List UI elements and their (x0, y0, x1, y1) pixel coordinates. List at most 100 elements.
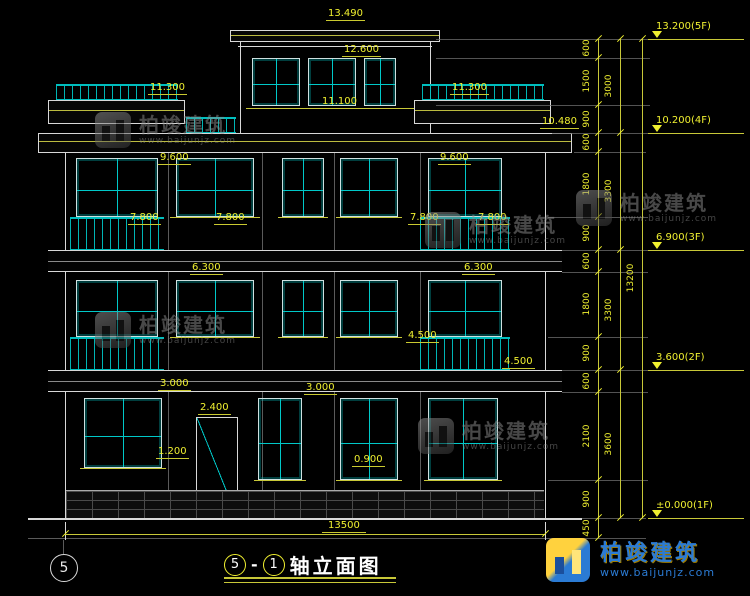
title-axis-bubble-start: 5 (224, 553, 246, 576)
right-parapet-railing (422, 84, 544, 100)
window-2f (282, 280, 324, 337)
watermark-url: www.baijunjz.com (620, 214, 718, 224)
extension-line (552, 133, 648, 134)
footer-url: www.baijunjz.com (600, 565, 716, 579)
watermark-logo-icon (95, 112, 131, 148)
watermark-logo-icon (418, 418, 454, 454)
elevation-label: 13.490 (326, 8, 365, 21)
level-line (648, 133, 744, 134)
title-dash: - (251, 555, 258, 574)
window-sill-line (336, 480, 402, 481)
watermark-brand: 柏竣建筑 (139, 313, 227, 337)
penthouse-roof-line (238, 46, 432, 47)
level-line (648, 518, 744, 519)
grid-line (63, 540, 64, 554)
ground-line (28, 518, 582, 520)
elevation-label: 6.300 (462, 262, 495, 275)
dimension-value: 600 (582, 133, 592, 151)
title-underline (224, 577, 396, 579)
elevation-label: 7.800 (408, 212, 441, 225)
watermark-brand: 柏竣建筑 (139, 113, 227, 137)
level-marker-icon (652, 242, 662, 249)
elevation-label: 9.600 (438, 152, 471, 165)
dimension-value: 600 (582, 372, 592, 390)
level-marker-icon (652, 362, 662, 369)
window-2f (428, 280, 502, 337)
watermark-logo-icon (425, 212, 461, 248)
extension-line (436, 58, 650, 59)
window-sill-line (278, 217, 328, 218)
dimension-value: 1800 (582, 292, 592, 316)
window-1f (258, 398, 302, 480)
dimension-value: 600 (582, 39, 592, 57)
watermark-logo-icon (95, 312, 131, 348)
wall-joint-line (334, 153, 335, 518)
elevation-label: 2.400 (198, 402, 231, 415)
penthouse-window (252, 58, 300, 106)
watermark-url: www.baijunjz.com (139, 136, 237, 146)
extension-line (562, 392, 648, 393)
window-3f (282, 158, 324, 217)
penthouse-roof-slab (230, 30, 440, 42)
watermark-brand: 柏竣建筑 (462, 419, 550, 443)
elevation-label: 3.000 (158, 378, 191, 391)
window-1f (84, 398, 162, 468)
elevation-label: 9.600 (158, 152, 191, 165)
window-3f (340, 158, 398, 217)
penthouse-window (308, 58, 356, 106)
elevation-label: 11.100 (320, 96, 359, 109)
dimension-line (598, 39, 599, 538)
window-2f (340, 280, 398, 337)
title-text: 轴立面图 (289, 554, 382, 578)
watermark: 柏竣建筑 www.baijunjz.com (95, 312, 236, 348)
window-sill-line (424, 480, 502, 481)
stone-plinth (66, 490, 544, 519)
roof-railing (186, 117, 236, 133)
level-label: 10.200(4F) (656, 115, 711, 126)
wall-joint-line (168, 153, 169, 518)
floor-band-2f (48, 370, 562, 392)
elevation-label: 0.900 (352, 454, 385, 467)
window-sill-line (170, 337, 260, 338)
window-sill-line (254, 480, 306, 481)
elevation-label: 10.480 (540, 116, 579, 129)
watermark: 柏竣建筑 www.baijunjz.com (576, 190, 717, 226)
wall-edge-left (65, 153, 66, 518)
level-label: 13.200(5F) (656, 21, 711, 32)
wall-joint-line (420, 153, 421, 518)
drawing-title: 5 - 1 轴立面图 (224, 550, 382, 579)
left-parapet-railing (56, 84, 178, 100)
watermark-url: www.baijunjz.com (462, 442, 560, 452)
watermark: 柏竣建筑 www.baijunjz.com (95, 112, 236, 148)
extension-line (562, 370, 648, 371)
dimension-line (65, 534, 545, 535)
grid-axis-bubble: 5 (50, 554, 78, 582)
dimension-value: 2100 (582, 424, 592, 448)
watermark-url: www.baijunjz.com (139, 336, 237, 346)
watermark-url: www.baijunjz.com (469, 236, 567, 246)
footer-brand: 柏竣建筑 (600, 540, 701, 566)
window-3f (176, 158, 254, 217)
level-line (648, 39, 744, 40)
extension-line (562, 250, 648, 251)
level-line (648, 370, 744, 371)
wall-edge-right (545, 153, 546, 518)
overall-width-dimension: 13500 (322, 520, 366, 533)
main-eave-band (38, 133, 572, 153)
level-marker-icon (652, 125, 662, 132)
window-sill-line (336, 337, 402, 338)
dimension-line (642, 39, 643, 518)
level-marker-icon (652, 31, 662, 38)
watermark: 柏竣建筑 www.baijunjz.com (418, 418, 559, 454)
extension-line (582, 518, 646, 519)
elevation-label: 4.500 (406, 330, 439, 343)
title-axis-bubble-end: 1 (262, 553, 285, 576)
elevation-label: 7.800 (214, 212, 247, 225)
extension-line (436, 39, 650, 40)
elevation-label: 7.800 (128, 212, 161, 225)
window-3f (76, 158, 158, 217)
floor-band-3f (48, 250, 562, 272)
window-sill-line (80, 468, 166, 469)
watermark-brand: 柏竣建筑 (469, 213, 557, 237)
wall-joint-line (262, 153, 263, 518)
